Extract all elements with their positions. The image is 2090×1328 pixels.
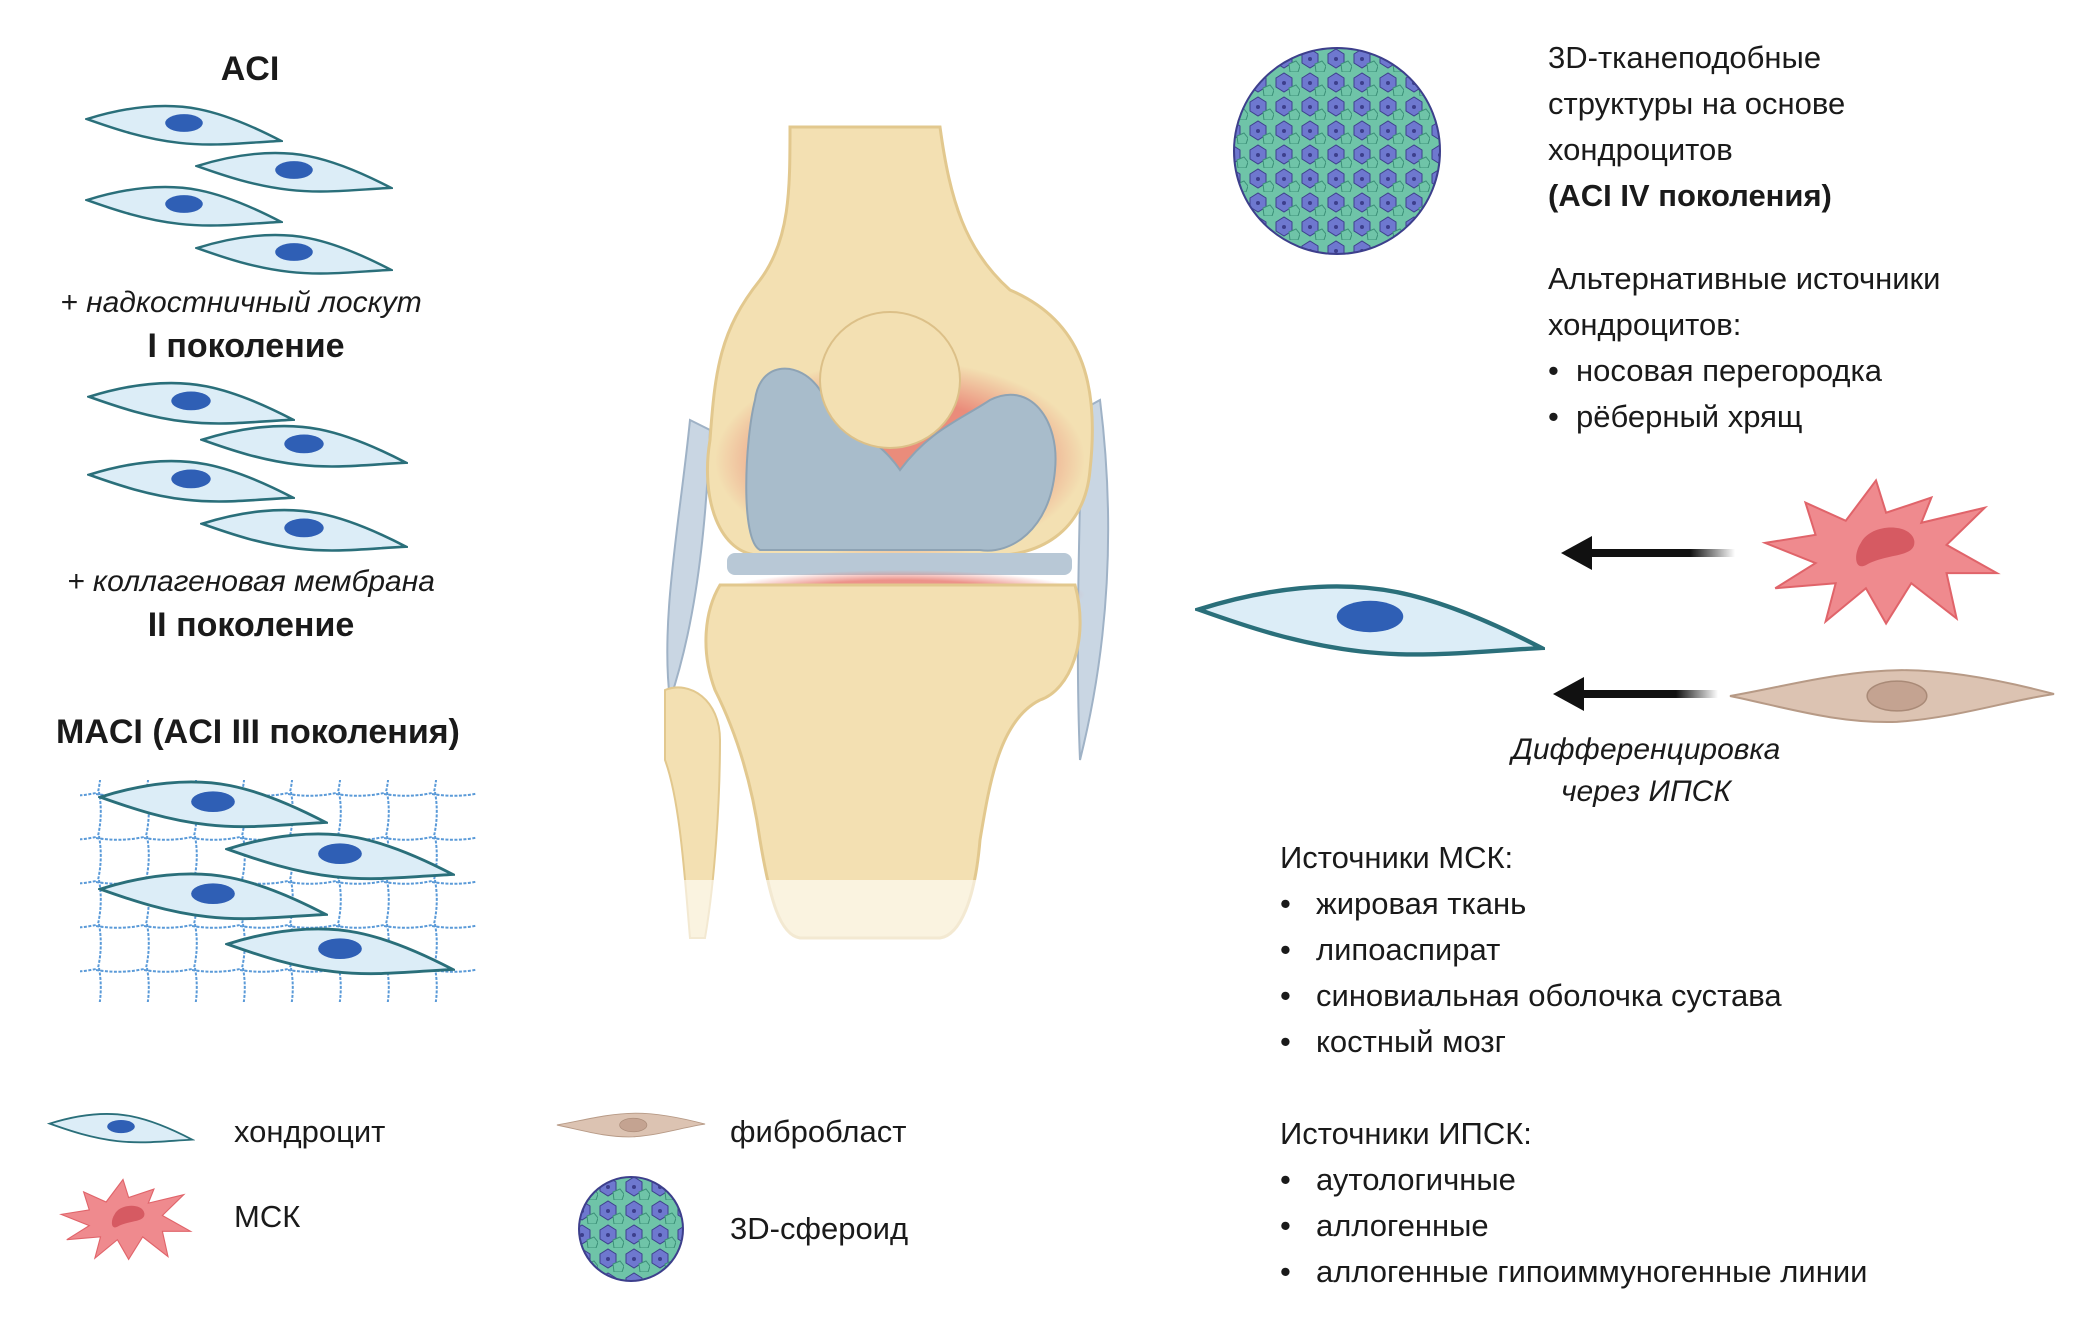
alt-sources-heading: Альтернативные источники (1548, 261, 1941, 296)
maci-title: MACI (ACI III поколения) (56, 713, 460, 751)
alt-chondrocyte-sources: Альтернативные источники хондроцитов: •н… (1548, 256, 1940, 440)
aci4-line: хондроцитов (1548, 132, 1733, 167)
chondrocyte-target-cell (1199, 586, 1542, 654)
aci-gen1-cells (85, 104, 393, 275)
aci-gen2-cells (87, 381, 408, 552)
differentiation-label-line2: через ИПСК (1560, 775, 1732, 808)
list-item: •рёберный хрящ (1548, 399, 1803, 434)
chondrocyte-cell (200, 508, 408, 552)
chondrocyte-cell (87, 381, 295, 425)
legend-msc-label: МСК (234, 1199, 301, 1234)
legend-chondrocyte-label: хондроцит (234, 1114, 386, 1149)
aci4-description: 3D-тканеподобные структуры на основе хон… (1548, 35, 1845, 219)
list-item-text: аутологичные (1316, 1162, 1516, 1197)
list-item: •носовая перегородка (1548, 353, 1882, 388)
list-item-text: синовиальная оболочка сустава (1316, 978, 1782, 1013)
gen2-note: + коллагеновая мембрана (67, 565, 435, 598)
maci-scaffold (80, 780, 476, 1002)
aci4-generation-label: (ACI IV поколения) (1548, 178, 1832, 213)
arrow-msc-to-chondrocyte (1561, 536, 1735, 570)
legend-spheroid-icon (578, 1176, 684, 1282)
aci4-line: структуры на основе (1548, 86, 1846, 121)
aci4-line: 3D-тканеподобные (1548, 40, 1822, 75)
list-item-text: костный мозг (1316, 1024, 1506, 1059)
gen2-label: II поколение (147, 606, 355, 644)
chondrocyte-cell (195, 151, 393, 193)
gen1-label: I поколение (147, 327, 345, 365)
msc-sources: Источники МСК: •жировая ткань •липоаспир… (1280, 835, 1782, 1065)
legend-msc-icon (60, 1178, 192, 1260)
list-item: •аллогенные гипоиммуногенные линии (1280, 1254, 1868, 1289)
list-item: •костный мозг (1280, 1024, 1506, 1059)
gen1-note: + надкостничный лоскут (60, 286, 422, 319)
chondrocyte-cell (87, 459, 295, 503)
list-item: •липоаспират (1280, 932, 1501, 967)
ipsc-sources: Источники ИПСК: •аутологичные •аллогенны… (1280, 1111, 1867, 1295)
alt-sources-heading: хондроцитов: (1548, 307, 1742, 342)
differentiation-label-line1: Дифференцировка (1511, 733, 1781, 766)
knee-joint-illustration (650, 125, 1120, 940)
legend-chondrocyte-icon (48, 1113, 194, 1144)
msc-cell (1764, 479, 1998, 625)
legend-spheroid-label: 3D-сфероид (730, 1211, 909, 1246)
chondrocyte-cell (200, 424, 408, 468)
list-item: •аллогенные (1280, 1208, 1489, 1243)
arrow-fibroblast-to-chondrocyte (1553, 677, 1718, 711)
msc-sources-heading: Источники МСК: (1280, 840, 1514, 875)
chondrocyte-cell (195, 233, 393, 275)
ipsc-sources-heading: Источники ИПСК: (1280, 1116, 1532, 1151)
legend-fibroblast-icon (556, 1112, 706, 1138)
list-item-text: липоаспират (1316, 932, 1501, 967)
list-item: •аутологичные (1280, 1162, 1516, 1197)
list-item: •жировая ткань (1280, 886, 1527, 921)
list-item-text: рёберный хрящ (1576, 399, 1803, 434)
list-item: •синовиальная оболочка сустава (1280, 978, 1782, 1013)
list-item-text: аллогенные гипоиммуногенные линии (1316, 1254, 1868, 1289)
list-item-text: жировая ткань (1316, 886, 1527, 921)
list-item-text: аллогенные (1316, 1208, 1489, 1243)
chondrocyte-cell (85, 104, 283, 146)
legend-fibroblast-label: фибробласт (730, 1114, 907, 1149)
chondrocyte-cell (85, 185, 283, 227)
fibroblast-cell (1728, 669, 2056, 724)
list-item-text: носовая перегородка (1576, 353, 1882, 388)
spheroid-aci4 (1233, 47, 1441, 255)
aci-title: ACI (220, 50, 280, 88)
